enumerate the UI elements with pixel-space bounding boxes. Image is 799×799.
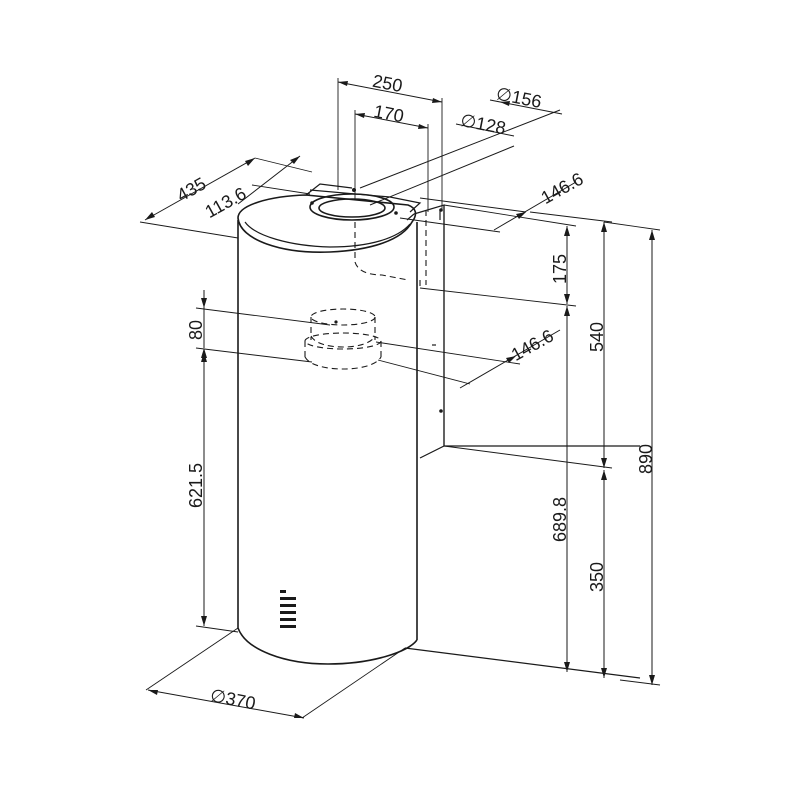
dim-540-label: 540 (587, 322, 607, 352)
dim-80: 80 (186, 290, 331, 363)
dim-621-5: 621.5 (186, 352, 239, 633)
dim-250-label: 250 (371, 71, 404, 96)
dim-diameter-156: ∅156 (359, 84, 563, 189)
control-buttons-icon (280, 590, 296, 628)
dim-146-6-top-label: 146.6 (538, 169, 587, 208)
dim-diameter-128-label: ∅128 (459, 110, 508, 138)
dim-350-label: 350 (587, 562, 607, 592)
dim-175: 175 (419, 204, 577, 307)
dim-146-6-mid: 146.6 (375, 326, 561, 389)
dim-170-label: 170 (372, 101, 405, 126)
dim-113-6: 113.6 (202, 155, 311, 222)
top-outlet-collar (305, 183, 422, 221)
dim-621-5-label: 621.5 (186, 463, 206, 508)
dim-890: 890 (603, 221, 661, 686)
dim-113-6-label: 113.6 (202, 183, 250, 222)
dim-890-label: 890 (636, 444, 656, 474)
hidden-internal-duct (354, 210, 427, 290)
duct-adapter-hidden (304, 308, 382, 370)
dim-350: 350 (587, 470, 607, 678)
wall-bracket (406, 204, 640, 459)
dim-689-8: 689.8 (550, 306, 570, 672)
dim-250: 250 (337, 71, 443, 210)
dim-146-6-mid-label: 146.6 (508, 326, 557, 365)
dim-diameter-370: ∅370 (145, 627, 406, 719)
hood-cylinder (237, 194, 641, 679)
dim-689-8-label: 689.8 (550, 497, 570, 542)
dim-diameter-370-label: ∅370 (209, 685, 258, 713)
dim-175-label: 175 (550, 254, 570, 284)
dim-80-label: 80 (186, 320, 206, 340)
dim-540: 540 (443, 211, 613, 469)
dim-diameter-156-label: ∅156 (495, 84, 544, 112)
